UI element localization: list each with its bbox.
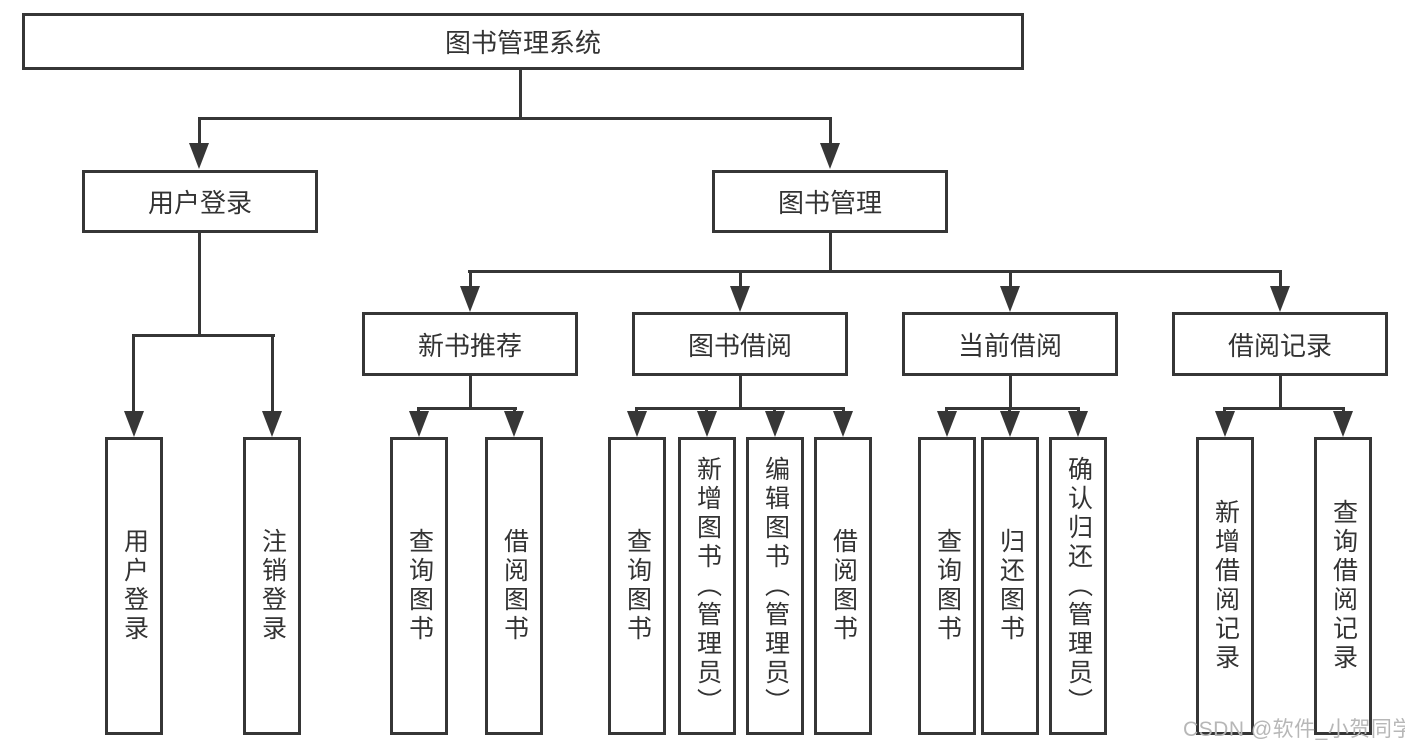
connector-mgmt-drop-1 bbox=[469, 270, 472, 288]
leaf-logout: 注销登录 bbox=[243, 437, 301, 735]
node-root-label: 图书管理系统 bbox=[444, 28, 601, 58]
connector-current-bus bbox=[945, 407, 1080, 410]
leaf-current-return: 归还图书 bbox=[981, 437, 1039, 735]
leaf-borrow-book: 借阅图书 bbox=[814, 437, 872, 735]
node-user-login-label: 用户登录 bbox=[147, 188, 252, 218]
arrowhead-to-leaf-borrow-query bbox=[627, 411, 647, 437]
node-new-book-recommend-label: 新书推荐 bbox=[417, 330, 522, 361]
arrowhead-to-leaf-current-return bbox=[1000, 411, 1020, 437]
connector-login-drop-left bbox=[132, 334, 135, 413]
node-borrow-records: 借阅记录 bbox=[1172, 312, 1388, 376]
leaf-borrow-add-admin-label: 新增图书（管理员） bbox=[693, 455, 722, 717]
arrowhead-to-user-login bbox=[189, 143, 209, 169]
arrowhead-to-leaf-borrow-edit bbox=[765, 411, 785, 437]
leaf-record-add-label: 新增借阅记录 bbox=[1211, 499, 1240, 673]
arrowhead-to-leaf-logout bbox=[262, 411, 282, 437]
csdn-watermark: CSDN @软件_小贺同学 bbox=[1183, 718, 1405, 741]
leaf-record-add: 新增借阅记录 bbox=[1196, 437, 1254, 735]
node-root: 图书管理系统 bbox=[22, 13, 1024, 70]
node-current-borrow: 当前借阅 bbox=[902, 312, 1118, 376]
leaf-borrow-query: 查询图书 bbox=[608, 437, 666, 735]
leaf-user-login: 用户登录 bbox=[105, 437, 163, 735]
connector-newbook-bus bbox=[417, 407, 517, 410]
connector-mgmt-stem bbox=[829, 232, 832, 273]
connector-mgmt-bus bbox=[468, 270, 1282, 273]
connector-root-drop-right bbox=[829, 117, 832, 145]
arrowhead-to-leaf-user-login bbox=[124, 411, 144, 437]
leaf-current-confirm-admin-label: 确认归还（管理员） bbox=[1064, 455, 1093, 717]
leaf-borrow-edit-admin: 编辑图书（管理员） bbox=[746, 437, 804, 735]
arrowhead-to-leaf-newbook-query bbox=[409, 411, 429, 437]
connector-mgmt-drop-4 bbox=[1279, 270, 1282, 288]
leaf-current-return-label: 归还图书 bbox=[996, 528, 1025, 644]
leaf-current-query-label: 查询图书 bbox=[933, 528, 962, 644]
arrowhead-to-leaf-newbook-borrow bbox=[504, 411, 524, 437]
leaf-current-confirm-admin: 确认归还（管理员） bbox=[1049, 437, 1107, 735]
node-book-management: 图书管理 bbox=[712, 170, 948, 233]
arrowhead-to-leaf-current-query bbox=[937, 411, 957, 437]
leaf-logout-label: 注销登录 bbox=[258, 528, 287, 644]
leaf-current-query: 查询图书 bbox=[918, 437, 976, 735]
connector-records-bus bbox=[1223, 407, 1345, 410]
connector-mgmt-drop-2 bbox=[739, 270, 742, 288]
node-book-borrow: 图书借阅 bbox=[632, 312, 848, 376]
leaf-borrow-query-label: 查询图书 bbox=[623, 528, 652, 644]
connector-borrow-bus bbox=[635, 407, 845, 410]
node-book-borrow-label: 图书借阅 bbox=[687, 330, 792, 361]
connector-newbook-stem bbox=[469, 376, 472, 409]
arrowhead-to-leaf-record-add bbox=[1215, 411, 1235, 437]
connector-borrow-stem bbox=[739, 376, 742, 409]
arrowhead-to-leaf-borrow-book bbox=[833, 411, 853, 437]
leaf-borrow-edit-admin-label: 编辑图书（管理员） bbox=[761, 455, 790, 717]
connector-root-bus bbox=[198, 117, 832, 120]
arrowhead-to-leaf-record-query bbox=[1333, 411, 1353, 437]
arrowhead-to-book-management bbox=[820, 143, 840, 169]
connector-records-stem bbox=[1279, 376, 1282, 409]
node-current-borrow-label: 当前借阅 bbox=[957, 330, 1062, 361]
connector-login-bus bbox=[132, 334, 275, 337]
arrowhead-to-book-borrow bbox=[730, 286, 750, 312]
leaf-record-query-label: 查询借阅记录 bbox=[1329, 499, 1358, 673]
arrowhead-to-current-borrow bbox=[1000, 286, 1020, 312]
connector-login-drop-right bbox=[271, 334, 274, 413]
leaf-newbook-query: 查询图书 bbox=[390, 437, 448, 735]
node-user-login: 用户登录 bbox=[82, 170, 318, 233]
leaf-newbook-borrow-label: 借阅图书 bbox=[500, 528, 529, 644]
arrowhead-to-leaf-borrow-add bbox=[697, 411, 717, 437]
connector-login-stem bbox=[198, 232, 201, 336]
connector-current-stem bbox=[1009, 376, 1012, 409]
leaf-record-query: 查询借阅记录 bbox=[1314, 437, 1372, 735]
connector-root-drop-left bbox=[198, 117, 201, 145]
leaf-newbook-borrow: 借阅图书 bbox=[485, 437, 543, 735]
node-borrow-records-label: 借阅记录 bbox=[1227, 330, 1332, 361]
connector-mgmt-drop-3 bbox=[1009, 270, 1012, 288]
arrowhead-to-new-book-recommend bbox=[460, 286, 480, 312]
node-new-book-recommend: 新书推荐 bbox=[362, 312, 578, 376]
arrowhead-to-borrow-records bbox=[1270, 286, 1290, 312]
arrowhead-to-leaf-current-confirm bbox=[1068, 411, 1088, 437]
connector-root-stem bbox=[519, 69, 522, 119]
leaf-user-login-label: 用户登录 bbox=[120, 528, 149, 644]
node-book-management-label: 图书管理 bbox=[777, 188, 882, 218]
leaf-borrow-add-admin: 新增图书（管理员） bbox=[678, 437, 736, 735]
leaf-newbook-query-label: 查询图书 bbox=[405, 528, 434, 644]
leaf-borrow-book-label: 借阅图书 bbox=[829, 528, 858, 644]
